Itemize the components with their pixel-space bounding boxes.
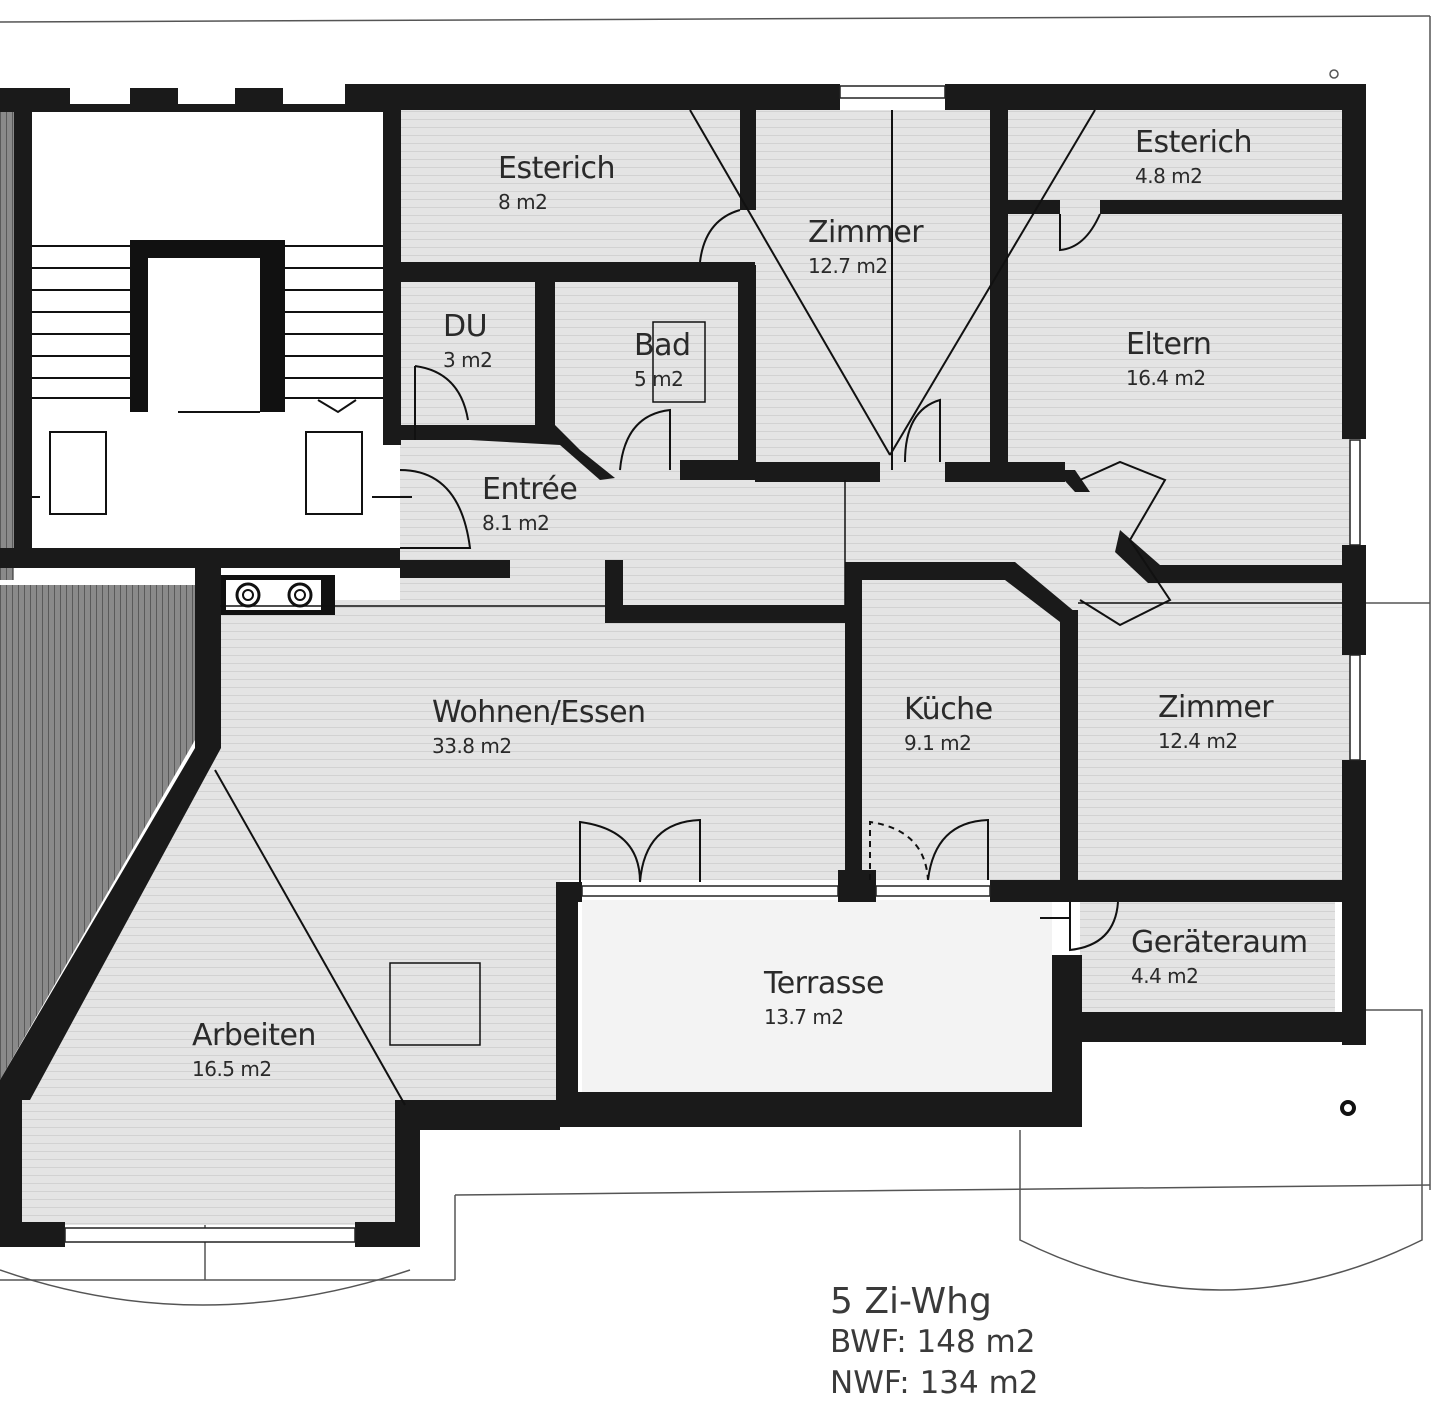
- room-area: 4.4 m2: [1131, 964, 1199, 988]
- room-name: Bad: [634, 328, 691, 363]
- room-name: Esterich: [498, 151, 615, 186]
- room-area: 5 m2: [634, 367, 684, 391]
- room-area: 12.7 m2: [808, 254, 888, 278]
- room-geraeteraum: Geräteraum 4.4 m2: [1131, 925, 1308, 988]
- doors-and-lines: [214, 109, 1342, 1106]
- room-area: 12.4 m2: [1158, 729, 1238, 753]
- room-arbeiten: Arbeiten 16.5 m2: [192, 1018, 316, 1081]
- stairwell: [14, 240, 412, 515]
- bwf-area: BWF: 148 m2: [830, 1323, 1036, 1360]
- room-eltern: Eltern 16.4 m2: [1126, 327, 1212, 390]
- room-area: 33.8 m2: [432, 734, 512, 758]
- room-area: 3 m2: [443, 348, 493, 372]
- windows: [64, 85, 1361, 1243]
- room-name: Wohnen/Essen: [432, 695, 646, 730]
- room-area: 9.1 m2: [904, 731, 972, 755]
- room-name: Geräteraum: [1131, 925, 1308, 960]
- room-area: 4.8 m2: [1135, 164, 1203, 188]
- room-du: DU 3 m2: [443, 309, 493, 372]
- room-name: Esterich: [1135, 125, 1252, 160]
- room-esterich-1: Esterich 8 m2: [498, 151, 615, 214]
- room-kueche: Küche 9.1 m2: [904, 692, 993, 755]
- room-name: Terrasse: [764, 966, 884, 1001]
- room-wohnen-essen: Wohnen/Essen 33.8 m2: [432, 695, 646, 758]
- room-area: 8 m2: [498, 190, 548, 214]
- stairwell-floor: [30, 110, 385, 555]
- room-name: Küche: [904, 692, 993, 727]
- room-esterich-2: Esterich 4.8 m2: [1135, 125, 1252, 188]
- nwf-area: NWF: 134 m2: [830, 1365, 1039, 1402]
- neighbour-hatch: [0, 110, 195, 1080]
- room-zimmer-2: Zimmer 12.4 m2: [1158, 690, 1274, 753]
- room-name: Entrée: [482, 472, 578, 507]
- room-name: Zimmer: [808, 215, 924, 250]
- room-name: DU: [443, 309, 488, 344]
- room-bad: Bad 5 m2: [634, 328, 691, 391]
- terrace-floor: [582, 900, 1052, 1092]
- room-area: 16.4 m2: [1126, 366, 1206, 390]
- room-area: 8.1 m2: [482, 511, 550, 535]
- room-name: Arbeiten: [192, 1018, 316, 1053]
- room-area: 13.7 m2: [764, 1005, 844, 1029]
- apartment-summary: 5 Zi-Whg BWF: 148 m2 NWF: 134 m2: [830, 1282, 1039, 1405]
- chimney-pipes: [220, 575, 335, 615]
- room-name: Eltern: [1126, 327, 1212, 362]
- room-terrasse: Terrasse 13.7 m2: [764, 966, 884, 1029]
- room-fills: [22, 110, 1350, 1225]
- room-name: Zimmer: [1158, 690, 1274, 725]
- apartment-type: 5 Zi-Whg: [830, 1281, 992, 1322]
- room-entree: Entrée 8.1 m2: [482, 472, 578, 535]
- room-zimmer-1: Zimmer 12.7 m2: [808, 215, 924, 278]
- room-area: 16.5 m2: [192, 1057, 272, 1081]
